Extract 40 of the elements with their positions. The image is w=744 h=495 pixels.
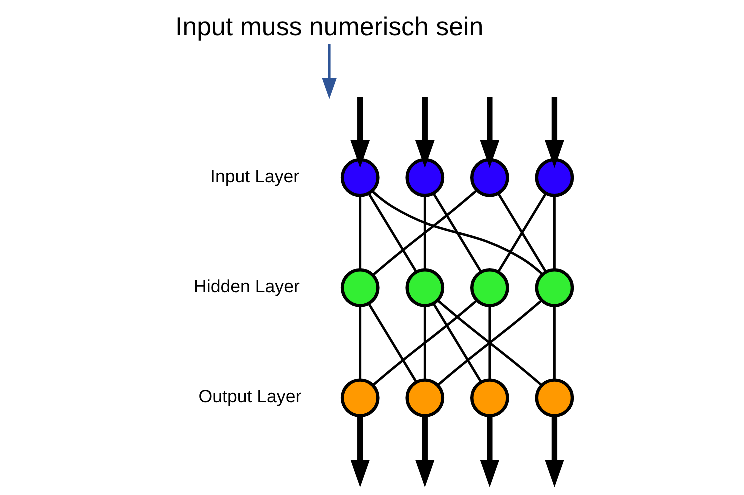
node-circle — [405, 268, 444, 308]
node-circle — [340, 268, 380, 308]
node-circle — [534, 158, 574, 198]
node-label: Output Layer — [198, 386, 302, 407]
connector — [553, 306, 556, 380]
node-text: Input muss numerisch sein — [175, 13, 484, 42]
connector — [437, 300, 542, 386]
node-label: Hidden Layer — [194, 276, 300, 297]
connector — [370, 190, 544, 276]
arrow — [480, 416, 500, 487]
connector — [423, 196, 426, 270]
arrow — [480, 97, 500, 168]
node-circle — [470, 378, 509, 418]
arrow — [544, 416, 564, 487]
connector — [432, 303, 482, 383]
node-circle — [470, 268, 509, 308]
node-circle — [405, 378, 444, 418]
connector — [358, 196, 362, 270]
arrow — [350, 97, 370, 168]
arrow — [322, 44, 336, 100]
connector — [372, 300, 478, 386]
node-circle — [405, 158, 444, 198]
connector — [372, 190, 478, 276]
arrow — [350, 416, 370, 487]
node-label: Input Layer — [210, 166, 300, 186]
node-circle — [340, 378, 380, 418]
connector — [488, 306, 491, 380]
connector — [553, 196, 556, 270]
arrow — [414, 416, 434, 487]
node-circle — [534, 268, 574, 308]
connector — [423, 306, 426, 380]
connector — [432, 193, 482, 273]
arrow — [414, 97, 434, 168]
connector — [358, 306, 362, 380]
connector — [368, 193, 418, 273]
node-circle — [470, 158, 509, 198]
connector — [368, 303, 418, 383]
node-circle — [340, 158, 380, 198]
arrow — [544, 97, 564, 168]
node-circle — [534, 378, 574, 418]
